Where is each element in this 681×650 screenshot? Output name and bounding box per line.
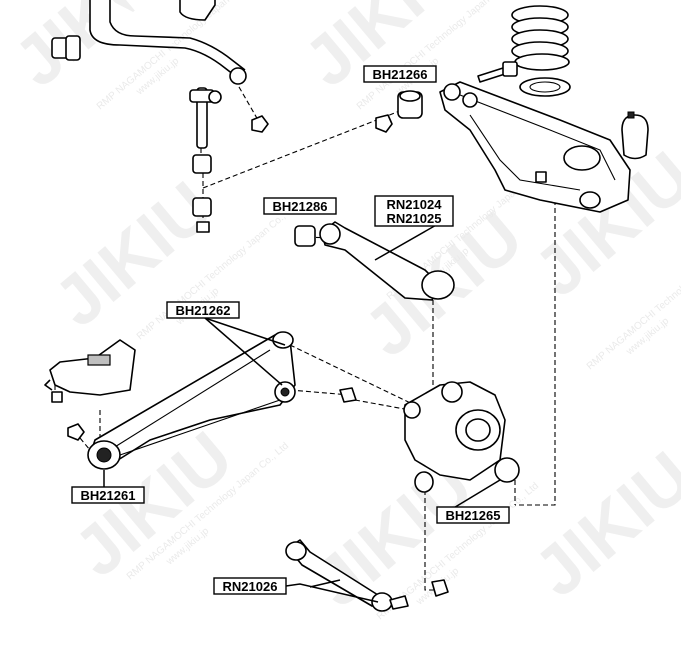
label-text: RN21025 [387,211,442,226]
part-label-rn21024-rn21025: RN21024 RN21025 [374,195,454,227]
label-text: BH21265 [446,508,501,523]
stabilizer-link [189,87,269,233]
mounting-bracket [44,339,136,441]
watermark-layer: JIKIU JIKIU JIKIU JIKIU JIKIU JIKIU JIKI… [0,0,681,622]
leader-rn21026 [285,583,379,603]
part-label-bh21266: BH21266 [363,65,437,83]
trailing-arm [87,331,296,470]
label-text: RN21024 [387,197,443,212]
watermark-brand: JIKIU [520,437,681,612]
steering-knuckle [339,381,520,493]
label-text: BH21262 [176,303,231,318]
coil-spring [511,5,571,97]
bushing-bh21266 [375,90,423,133]
lower-control-arm [439,81,631,213]
label-text: RN21026 [223,579,278,594]
part-label-bh21265: BH21265 [436,506,510,524]
upper-arm [294,221,455,301]
stabilizer-bar [51,0,247,85]
lateral-rod [285,539,449,612]
part-label-bh21262: BH21262 [166,301,240,319]
label-text: BH21286 [273,199,328,214]
part-label-rn21026: RN21026 [213,577,287,595]
bump-stop [621,111,649,160]
mounting-bolt [477,61,518,83]
label-text: BH21266 [373,67,428,82]
label-text: BH21261 [81,488,136,503]
part-label-bh21261: BH21261 [71,486,145,504]
part-label-bh21286: BH21286 [263,197,337,215]
